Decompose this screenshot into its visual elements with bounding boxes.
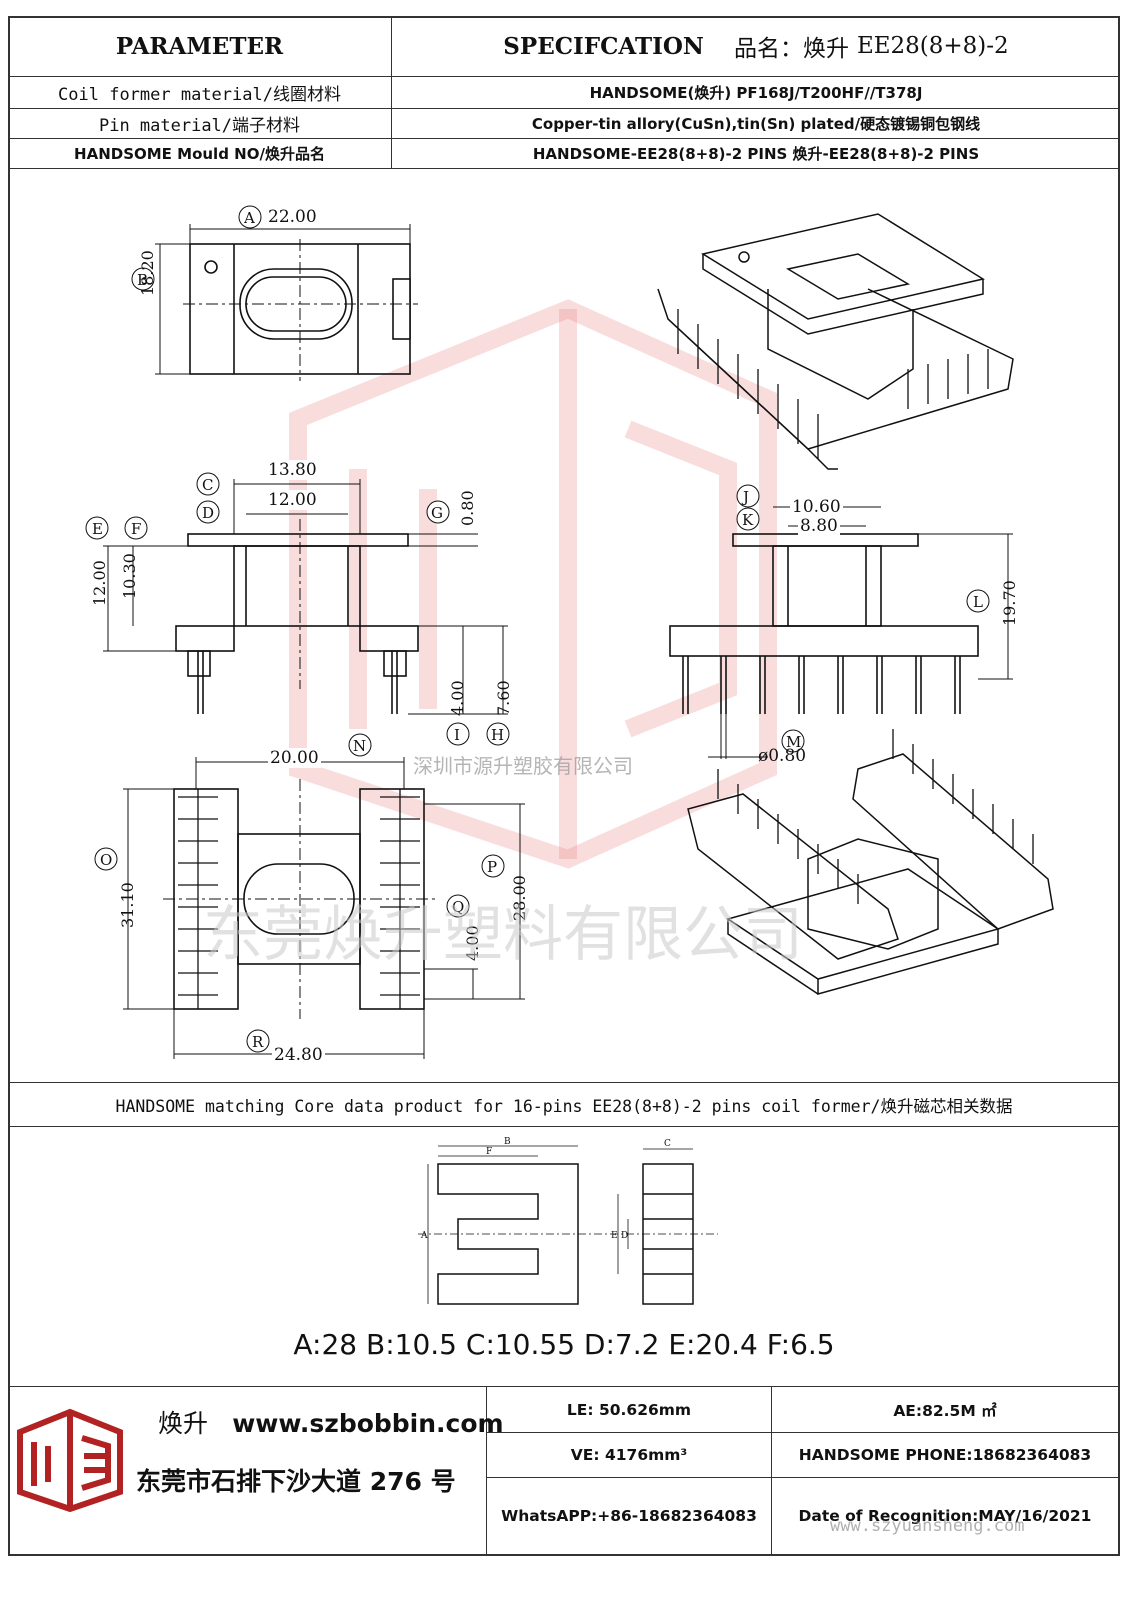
dim-m: ø0.80 (758, 746, 807, 766)
header-product-model: EE28(8+8)-2 (856, 33, 1009, 59)
watermark-company-small: 深圳市源升塑胶有限公司 (413, 754, 633, 778)
bottom-view-drawing (123, 757, 525, 1059)
dim-h: 7.60 (494, 680, 513, 716)
watermark-company-big: 东莞焕升塑料有限公司 (203, 900, 803, 970)
row-coil-material-label: Coil former material/线圈材料 (58, 85, 341, 105)
header-spec-label: SPECIFCATION (503, 32, 704, 60)
dim-l: 19.70 (1000, 580, 1019, 626)
svg-text:C: C (202, 476, 213, 494)
dim-g: 0.80 (458, 490, 477, 526)
svg-text:Q: Q (452, 898, 464, 916)
svg-text:R: R (252, 1033, 264, 1051)
dim-r: 24.80 (272, 1045, 325, 1065)
footer-phone: HANDSOME PHONE:18682364083 (798, 1446, 1092, 1464)
bottom-view-slots (178, 789, 420, 1009)
footer-website: www.szbobbin.com (232, 1409, 504, 1438)
dim-d: 12.00 (266, 490, 319, 510)
iso-view-bottom (687, 729, 1054, 995)
row-mould-no-value: HANDSOME-EE28(8+8)-2 PINS 焕升-EE28(8+8)-2… (532, 145, 980, 163)
svg-text:F: F (486, 1147, 492, 1157)
brand-logo (17, 1408, 123, 1513)
dim-f: 10.30 (120, 553, 139, 599)
core-drawing: B F A E D C (418, 1137, 718, 1305)
spec-sheet: PARAMETER SPECIFCATION 品名：焕升 EE28(8+8)-2… (8, 16, 1120, 1556)
footer-brand: 焕升 (158, 1409, 209, 1438)
svg-text:D: D (202, 504, 214, 522)
svg-text:I: I (454, 726, 460, 744)
dim-j: 10.60 (790, 497, 843, 517)
footer-address: 东莞市石排下沙大道 276 号 (136, 1467, 456, 1496)
row-mould-no-label: HANDSOME Mould NO/焕升品名 (74, 145, 325, 163)
row-pin-material-value: Copper-tin allory(CuSn),tin(Sn) plated/硬… (531, 115, 981, 133)
svg-text:B: B (137, 271, 148, 289)
svg-text:L: L (973, 593, 983, 611)
svg-text:B: B (504, 1137, 511, 1147)
header-specification: SPECIFCATION 品名：焕升 EE28(8+8)-2 (392, 16, 1120, 76)
footer-ae: AE:82.5M ㎡ (893, 1401, 997, 1420)
dim-n: 20.00 (268, 748, 321, 768)
header-parameter: PARAMETER (115, 32, 284, 60)
row-pin-material-label: Pin material/端子材料 (98, 116, 301, 136)
svg-text:K: K (742, 511, 754, 529)
core-values: A:28 B:10.5 C:10.55 D:7.2 E:20.4 F:6.5 (293, 1328, 835, 1361)
svg-text:D: D (621, 1231, 628, 1241)
side-view-pins (682, 656, 961, 714)
iso-view-top (657, 213, 1014, 470)
svg-text:O: O (100, 851, 112, 869)
watermark-site: www.szyuansheng.com (830, 1516, 1025, 1536)
svg-text:J: J (741, 488, 749, 506)
label-circles: A B C D E F G I H J K L M N O P Q R (85, 205, 990, 1053)
svg-text:E: E (92, 520, 103, 538)
dim-c: 13.80 (266, 460, 319, 480)
front-view-drawing (103, 479, 508, 715)
svg-text:E: E (611, 1231, 618, 1241)
svg-text:P: P (487, 858, 497, 876)
dim-a: 22.00 (266, 207, 319, 227)
core-section-title: HANDSOME matching Core data product for … (115, 1096, 1013, 1116)
dim-e: 12.00 (90, 560, 109, 606)
dim-b: 18.20 (138, 250, 157, 296)
svg-text:M: M (786, 733, 801, 751)
footer-whatsapp: WhatsAPP:+86-18682364083 (501, 1507, 757, 1525)
technical-drawings: A B C D E F G I H J K L M N O P Q R (85, 205, 1054, 1059)
svg-text:G: G (431, 504, 443, 522)
row-coil-material-value: HANDSOME(焕升) PF168J/T200HF//T378J (589, 84, 923, 102)
header-product-name-label: 品名：焕升 (733, 36, 849, 62)
logo-watermark (289, 299, 777, 869)
svg-text:A: A (420, 1231, 428, 1241)
footer-le: LE: 50.626mm (566, 1400, 692, 1419)
svg-text:A: A (243, 209, 255, 227)
dim-k: 8.80 (798, 516, 840, 536)
dim-i: 4.00 (448, 680, 467, 716)
svg-text:H: H (491, 726, 504, 744)
footer-date: Date of Recognition:MAY/16/2021 (798, 1507, 1092, 1525)
footer-ve: VE: 4176mm³ (570, 1446, 688, 1464)
svg-text:F: F (131, 520, 141, 538)
top-view-drawing (155, 224, 418, 381)
footer-brand-line: 焕升 www.szbobbin.com (158, 1404, 504, 1440)
svg-text:C: C (664, 1139, 671, 1149)
dim-o: 31.10 (118, 882, 137, 928)
svg-text:N: N (353, 737, 366, 755)
